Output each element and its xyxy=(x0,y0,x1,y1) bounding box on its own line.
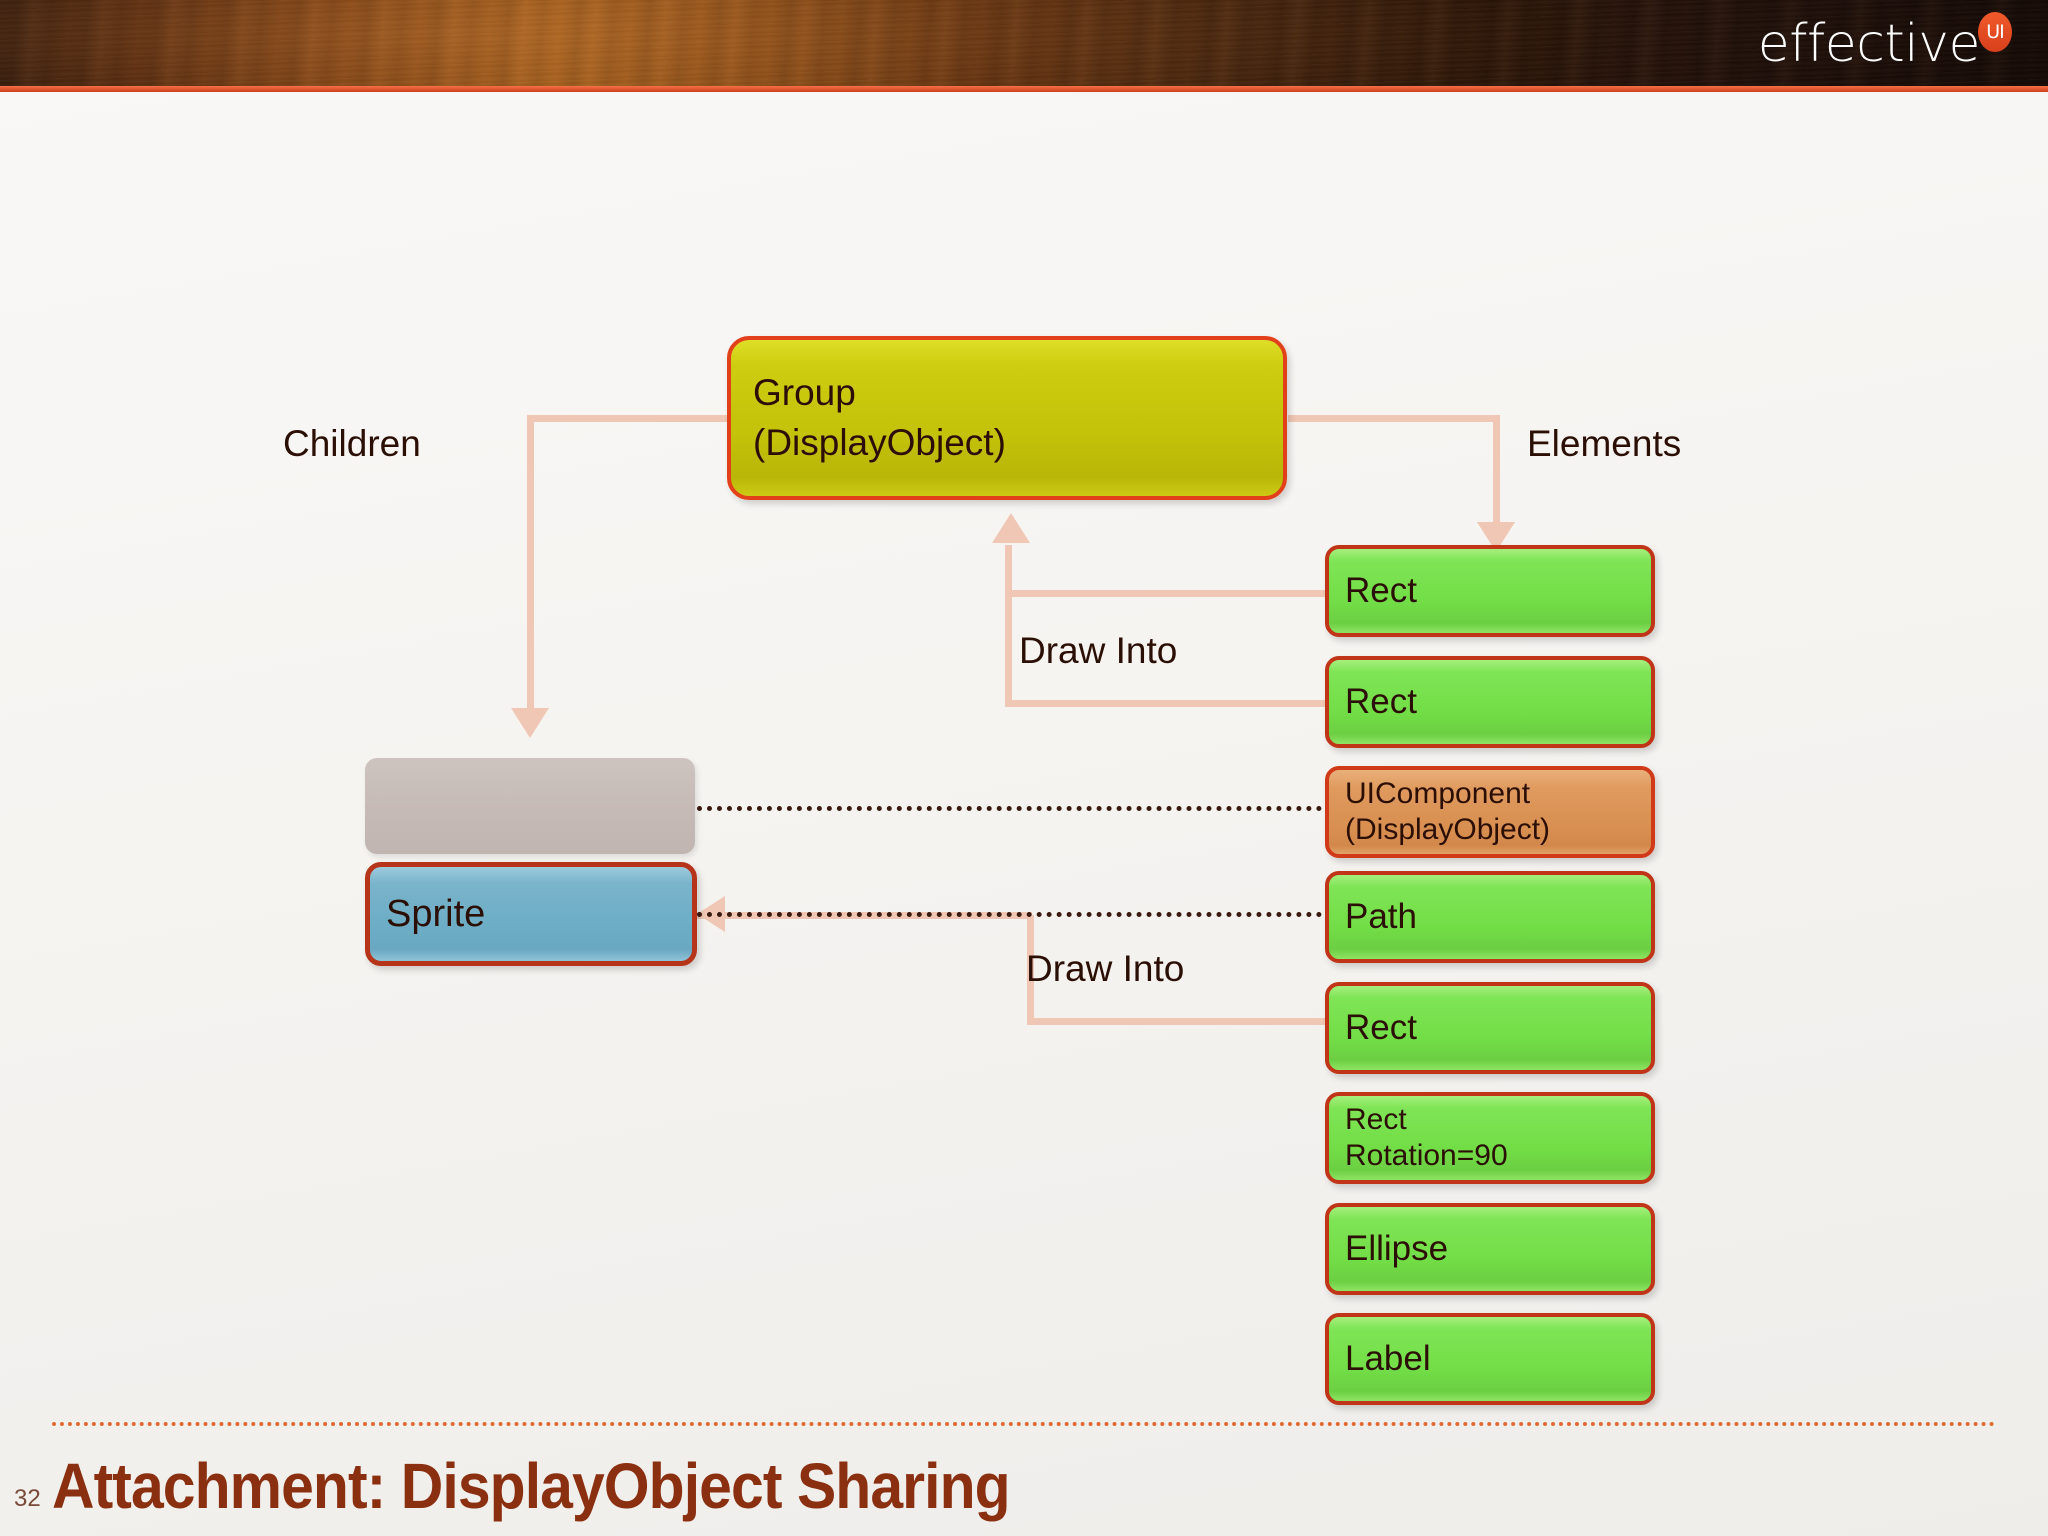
node-placeholder-displayobject[interactable] xyxy=(365,758,695,854)
label-children: Children xyxy=(283,423,421,464)
connector-drawinto2-vertical xyxy=(1027,915,1034,1021)
logo-wordmark: effective xyxy=(1757,14,1981,74)
node-element-0[interactable]: Rect xyxy=(1325,545,1655,637)
node-element-7[interactable]: Label xyxy=(1325,1313,1655,1405)
node-element-3[interactable]: Path xyxy=(1325,871,1655,963)
connector-children-arrowhead xyxy=(511,708,549,738)
node-element-1-line1: Rect xyxy=(1345,682,1417,721)
header-vignette xyxy=(0,0,2048,92)
node-sprite-label: Sprite xyxy=(386,893,486,935)
slide-header-banner xyxy=(0,0,2048,92)
node-element-4[interactable]: Rect xyxy=(1325,982,1655,1074)
node-group[interactable]: Group (DisplayObject) xyxy=(727,336,1287,500)
node-element-5-line1: Rect xyxy=(1345,1103,1407,1136)
connector-elements-vertical xyxy=(1493,415,1500,530)
label-elements: Elements xyxy=(1527,423,1682,464)
node-element-0-line1: Rect xyxy=(1345,571,1417,610)
node-group-line1: Group xyxy=(753,372,856,413)
node-element-6-line1: Ellipse xyxy=(1345,1229,1449,1268)
node-element-3-line1: Path xyxy=(1345,897,1417,936)
slide-title: Attachment: DisplayObject Sharing xyxy=(52,1450,1011,1522)
label-draw-into-1: Draw Into xyxy=(1019,630,1178,671)
node-group-line2: (DisplayObject) xyxy=(753,422,1006,463)
node-sprite[interactable]: Sprite xyxy=(365,862,697,966)
connector-drawinto2-bottom-horizontal xyxy=(1027,1018,1327,1025)
slide-number: 32 xyxy=(14,1485,41,1512)
header-accent-rule xyxy=(0,86,2048,92)
connector-drawinto1-vertical xyxy=(1005,545,1012,703)
connector-children-vertical xyxy=(527,415,534,710)
dotted-link-uicomponent-to-placeholder xyxy=(697,806,1322,811)
wood-texture-overlay xyxy=(0,0,2048,92)
connector-children-horizontal xyxy=(527,415,737,422)
node-element-2-line1: UIComponent xyxy=(1345,777,1531,810)
node-element-2-line2: (DisplayObject) xyxy=(1345,813,1551,846)
connector-drawinto1-bottom-horizontal xyxy=(1005,700,1325,707)
dotted-link-path-to-sprite xyxy=(697,912,1322,917)
connector-drawinto1-top-horizontal xyxy=(1005,590,1325,597)
effective-ui-logo: effective UI xyxy=(1757,12,2012,76)
node-element-5[interactable]: Rect Rotation=90 xyxy=(1325,1092,1655,1184)
node-element-6[interactable]: Ellipse xyxy=(1325,1203,1655,1295)
footer-divider-rule xyxy=(52,1422,1996,1426)
node-element-5-line2: Rotation=90 xyxy=(1345,1139,1508,1172)
node-element-4-line1: Rect xyxy=(1345,1008,1417,1047)
connector-elements-horizontal xyxy=(1288,415,1500,422)
connector-drawinto1-arrowhead xyxy=(992,513,1030,543)
node-element-2[interactable]: UIComponent (DisplayObject) xyxy=(1325,766,1655,858)
node-element-1[interactable]: Rect xyxy=(1325,656,1655,748)
label-draw-into-2: Draw Into xyxy=(1026,948,1185,989)
node-element-7-line1: Label xyxy=(1345,1339,1431,1378)
ui-badge-icon: UI xyxy=(1978,12,2012,52)
